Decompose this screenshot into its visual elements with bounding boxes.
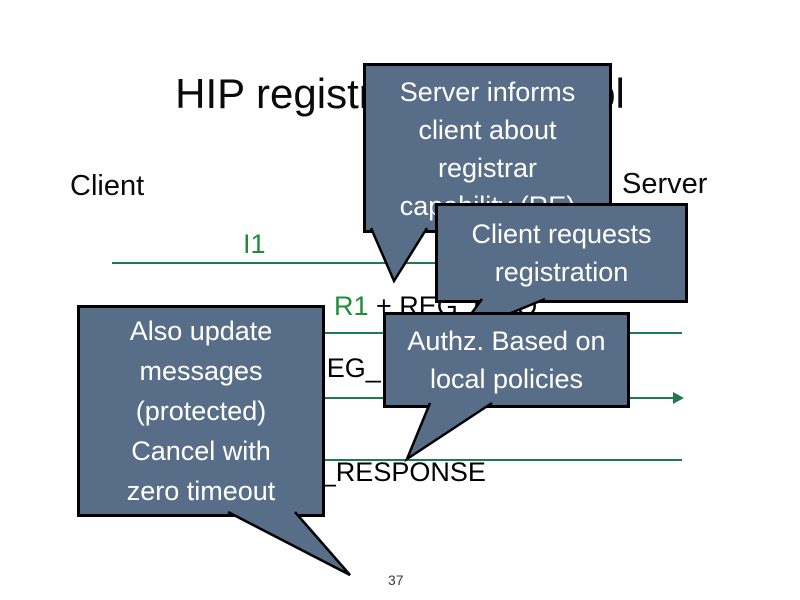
message-seq-i1: I1 (243, 229, 266, 259)
page-number: 37 (388, 572, 404, 588)
message-line-i1 (112, 262, 682, 264)
message-rest-r1: + REG_INFO (368, 291, 538, 321)
message-label-i2: I2 + REG_REQUEST (254, 353, 511, 384)
message-seq-r1: R1 (334, 291, 369, 321)
message-label-r1: R1 + REG_INFO (334, 291, 537, 322)
arrowhead-right-icon (673, 392, 684, 404)
message-seq-r2: R2 (197, 457, 232, 487)
actor-client-label: Client (70, 170, 145, 202)
message-label-i1: I1 (243, 229, 266, 260)
message-seq-i2: I2 (254, 353, 277, 383)
message-label-r2: R2 + REG_RESPONSE (197, 457, 486, 488)
actor-server-label: Server (622, 168, 708, 200)
message-rest-r2: + REG_RESPONSE (231, 457, 486, 487)
message-line-r1 (112, 332, 682, 334)
page-title: HIP registration protocol (175, 70, 625, 117)
callout-client-requests-box: Client requests registration (435, 203, 688, 303)
message-line-i2 (112, 397, 682, 399)
message-line-r2 (112, 459, 682, 461)
message-rest-i2: + REG_REQUEST (276, 353, 512, 383)
